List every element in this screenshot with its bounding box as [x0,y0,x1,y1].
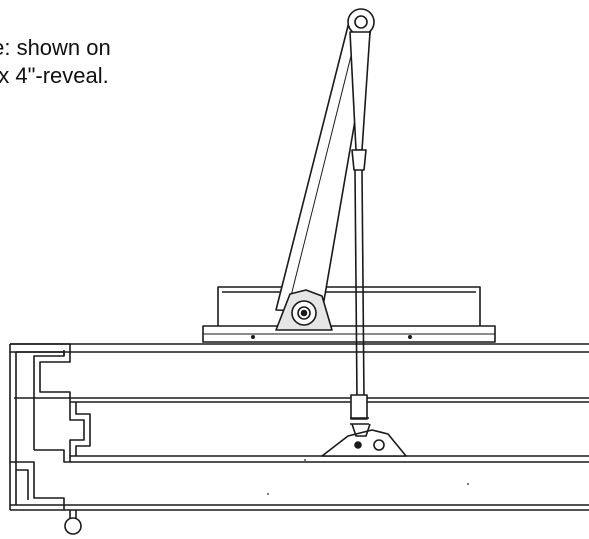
fastener-dots [251,335,469,495]
note-line-1: te: shown on [0,35,111,60]
pivot-bolt-icon [275,289,333,331]
forearm [349,31,371,425]
installation-note: te: shown on ax 4"-reveal. [0,34,210,89]
roller-stop [64,510,82,535]
frame-profile [9,343,91,510]
elbow-joint [347,8,375,36]
closer-body [202,286,496,343]
frame-header [10,343,589,511]
note-line-2: ax 4"-reveal. [0,62,109,88]
arm-shoe-icon [321,423,407,457]
